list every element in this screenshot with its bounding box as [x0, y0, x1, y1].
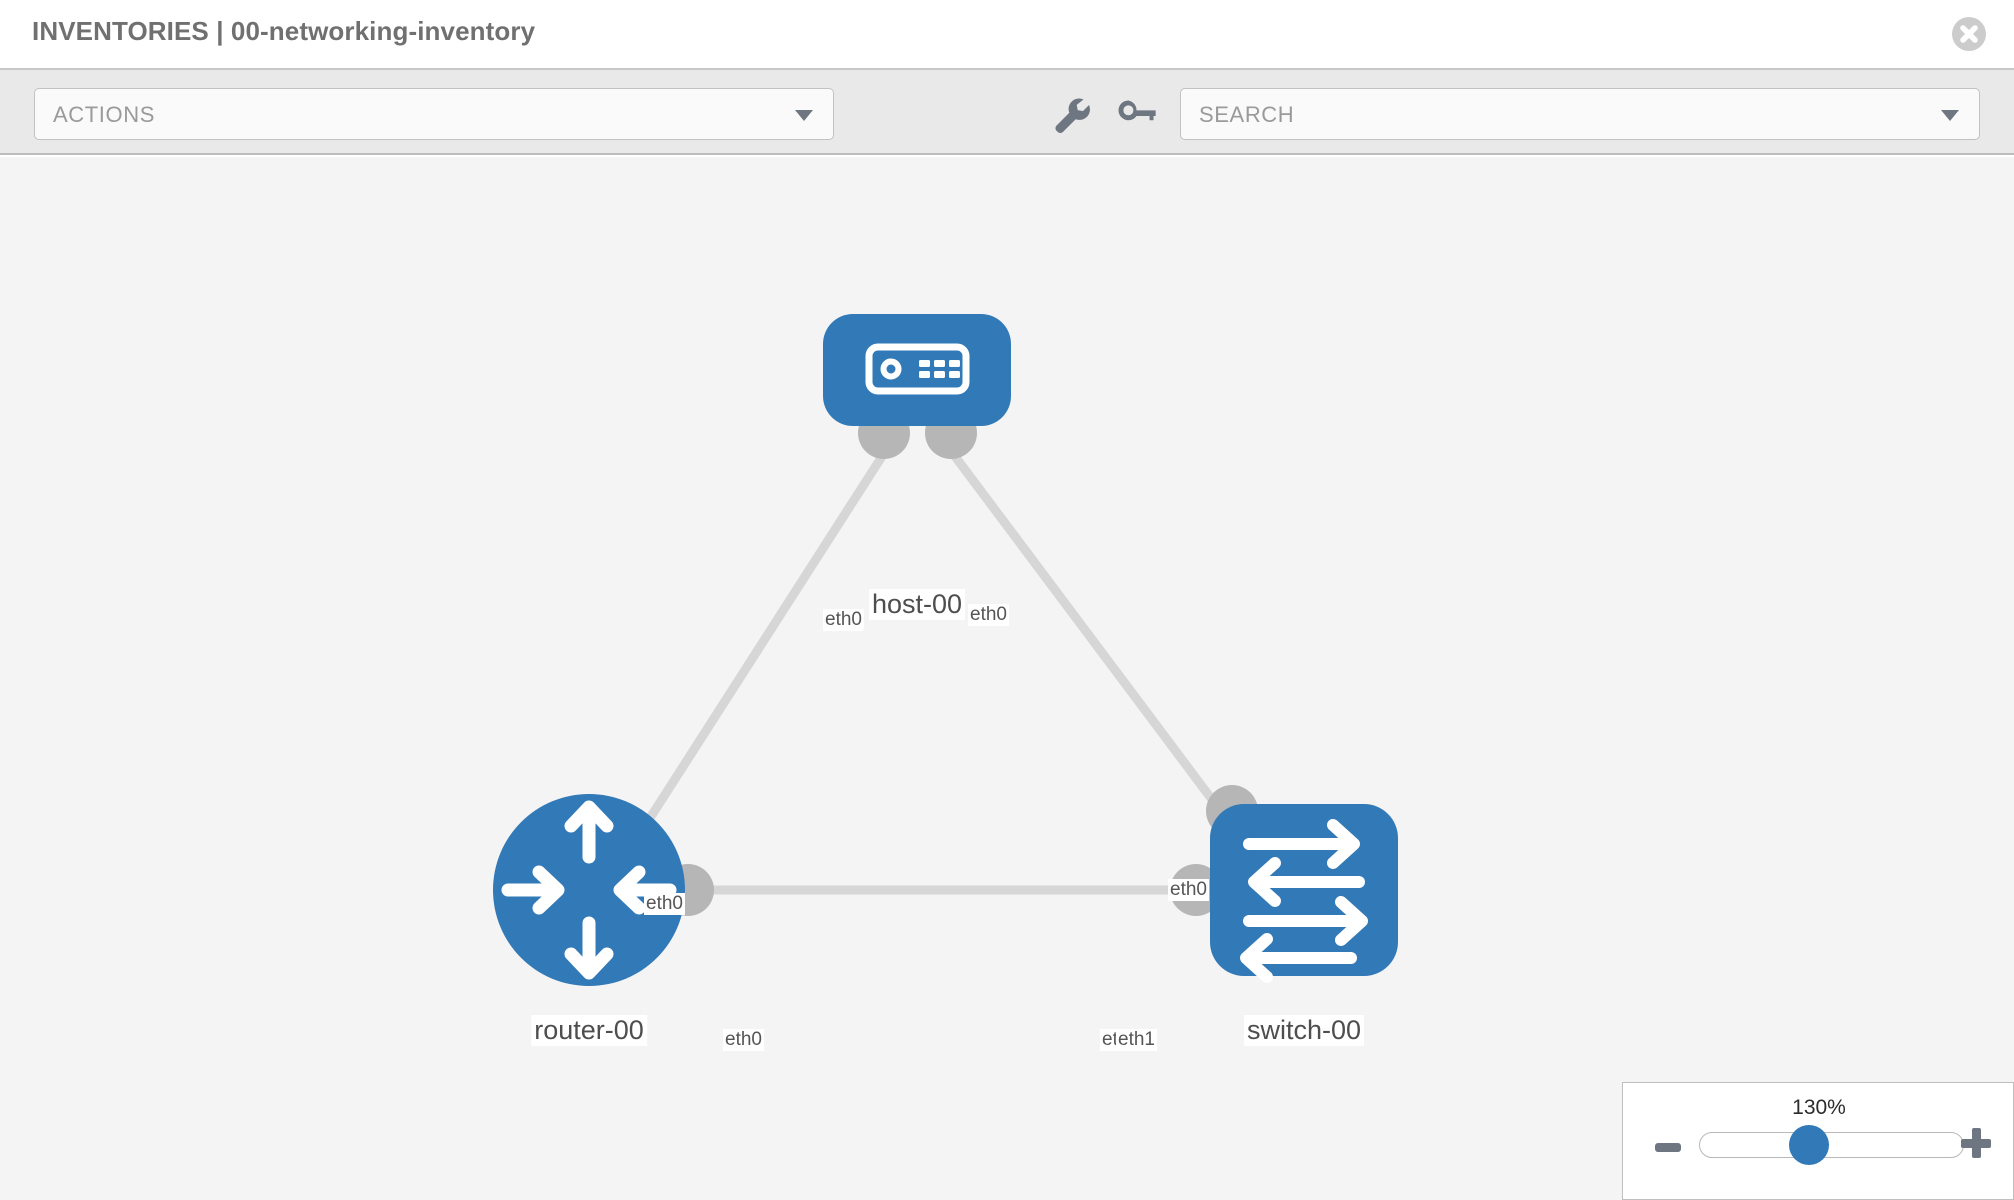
node-host-00 [823, 314, 1011, 426]
toolbar: ACTIONS SEARCH [0, 70, 2014, 155]
minus-icon[interactable] [1655, 1143, 1681, 1152]
interface-label: eth1 [1116, 1029, 1157, 1051]
key-icon[interactable] [1114, 90, 1162, 138]
chevron-down-icon [1941, 110, 1959, 121]
switch-icon [1240, 819, 1368, 983]
zoom-control-panel: 130% [1622, 1082, 2014, 1200]
node-label-host-00: host-00 [868, 589, 966, 620]
interface-label: eth0 [823, 609, 864, 631]
actions-dropdown-label: ACTIONS [53, 102, 155, 127]
node-label-switch-00: switch-00 [1243, 1015, 1365, 1046]
zoom-slider[interactable] [1699, 1132, 1964, 1158]
node-switch-00 [1210, 804, 1398, 983]
page-header: INVENTORIES | 00-networking-inventory [0, 0, 2014, 70]
zoom-level-value: 130% [1792, 1096, 1846, 1119]
search-input[interactable]: SEARCH [1180, 88, 1980, 140]
actions-dropdown[interactable]: ACTIONS [34, 88, 834, 140]
close-icon[interactable] [1952, 17, 1986, 51]
node-label-router-00: router-00 [531, 1015, 647, 1046]
interface-label: eth0 [968, 604, 1009, 626]
interface-label: eth0 [723, 1029, 764, 1051]
interface-label: eth0 [1168, 879, 1209, 901]
server-icon [865, 343, 970, 395]
router-icon [501, 800, 677, 980]
zoom-slider-thumb[interactable] [1789, 1125, 1829, 1165]
node-router-00 [493, 794, 685, 986]
wrench-icon[interactable] [1046, 90, 1094, 138]
page-title: INVENTORIES | 00-networking-inventory [32, 16, 536, 46]
plus-icon[interactable] [1961, 1128, 1991, 1158]
link-host00-switch00 [944, 444, 1259, 860]
search-placeholder: SEARCH [1199, 102, 1295, 127]
interface-label: eth0 [644, 893, 685, 915]
chevron-down-icon [795, 110, 813, 121]
topology-links [621, 444, 1259, 895]
link-host00-router00 [621, 444, 892, 860]
topology-canvas[interactable]: host-00 router-00 switch-00 eth0 eth0 et… [0, 157, 2014, 1200]
